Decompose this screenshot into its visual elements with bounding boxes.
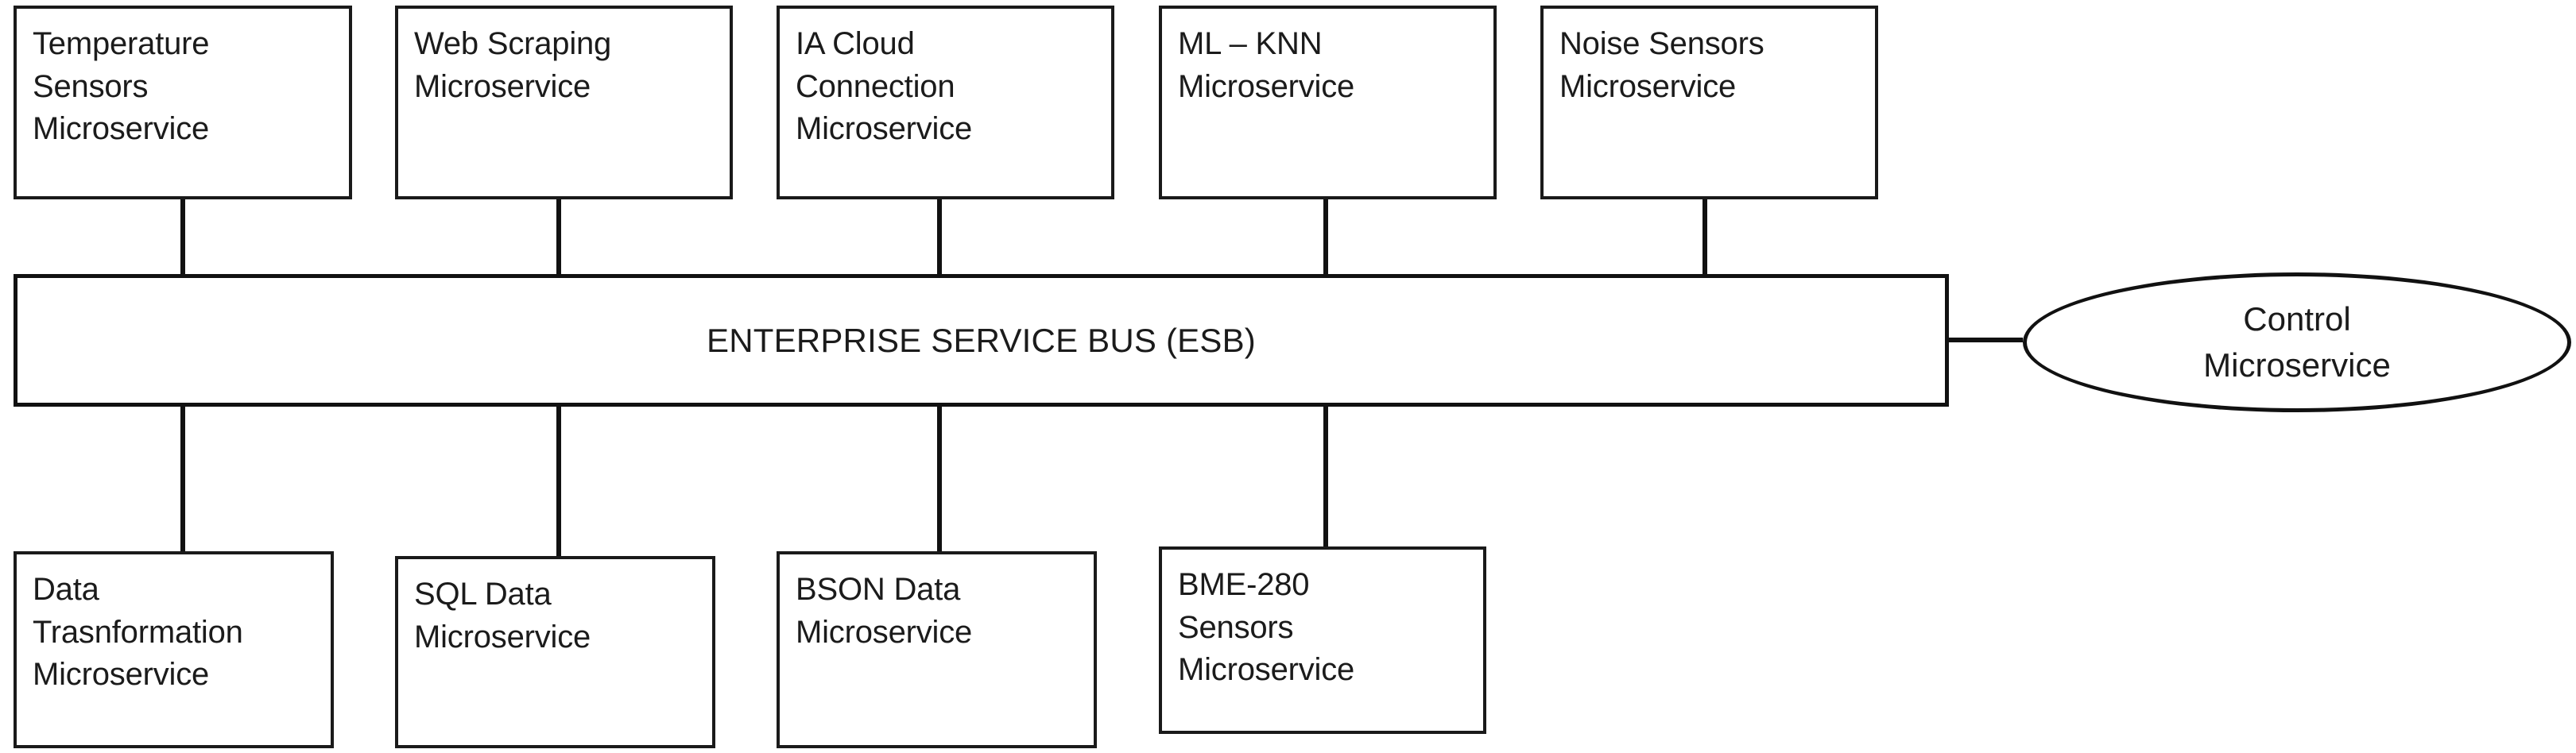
microservice-node-top-label: Noise Sensors Microservice bbox=[1559, 26, 1764, 104]
microservice-node-top-1[interactable]: Web Scraping Microservice bbox=[395, 6, 733, 199]
microservice-node-bottom-label: SQL Data Microservice bbox=[414, 577, 591, 655]
microservice-node-top-0[interactable]: Temperature Sensors Microservice bbox=[14, 6, 352, 199]
microservice-node-bottom-1[interactable]: SQL Data Microservice bbox=[395, 556, 715, 748]
microservice-node-top-4[interactable]: Noise Sensors Microservice bbox=[1540, 6, 1878, 199]
microservice-node-bottom-3[interactable]: BME-280 Sensors Microservice bbox=[1159, 546, 1486, 734]
microservice-node-bottom-2[interactable]: BSON Data Microservice bbox=[777, 551, 1097, 748]
microservice-node-top-label: ML – KNN Microservice bbox=[1178, 26, 1355, 104]
microservice-node-top-3[interactable]: ML – KNN Microservice bbox=[1159, 6, 1497, 199]
control-microservice-label: Control Microservice bbox=[2203, 300, 2391, 384]
microservice-node-bottom-0[interactable]: Data Trasnformation Microservice bbox=[14, 551, 334, 748]
microservice-node-bottom-label: BSON Data Microservice bbox=[796, 572, 973, 650]
esb-label: ENTERPRISE SERVICE BUS (ESB) bbox=[707, 321, 1256, 359]
microservice-node-top-label: Web Scraping Microservice bbox=[414, 26, 612, 104]
control-microservice-node[interactable]: Control Microservice bbox=[2023, 272, 2571, 412]
enterprise-service-bus[interactable]: ENTERPRISE SERVICE BUS (ESB) bbox=[14, 274, 1949, 407]
microservice-node-bottom-label: BME-280 Sensors Microservice bbox=[1178, 567, 1355, 688]
microservice-node-top-2[interactable]: IA Cloud Connection Microservice bbox=[777, 6, 1114, 199]
microservice-node-top-label: IA Cloud Connection Microservice bbox=[796, 26, 973, 147]
microservice-node-bottom-label: Data Trasnformation Microservice bbox=[33, 572, 243, 693]
microservice-node-top-label: Temperature Sensors Microservice bbox=[33, 26, 210, 147]
